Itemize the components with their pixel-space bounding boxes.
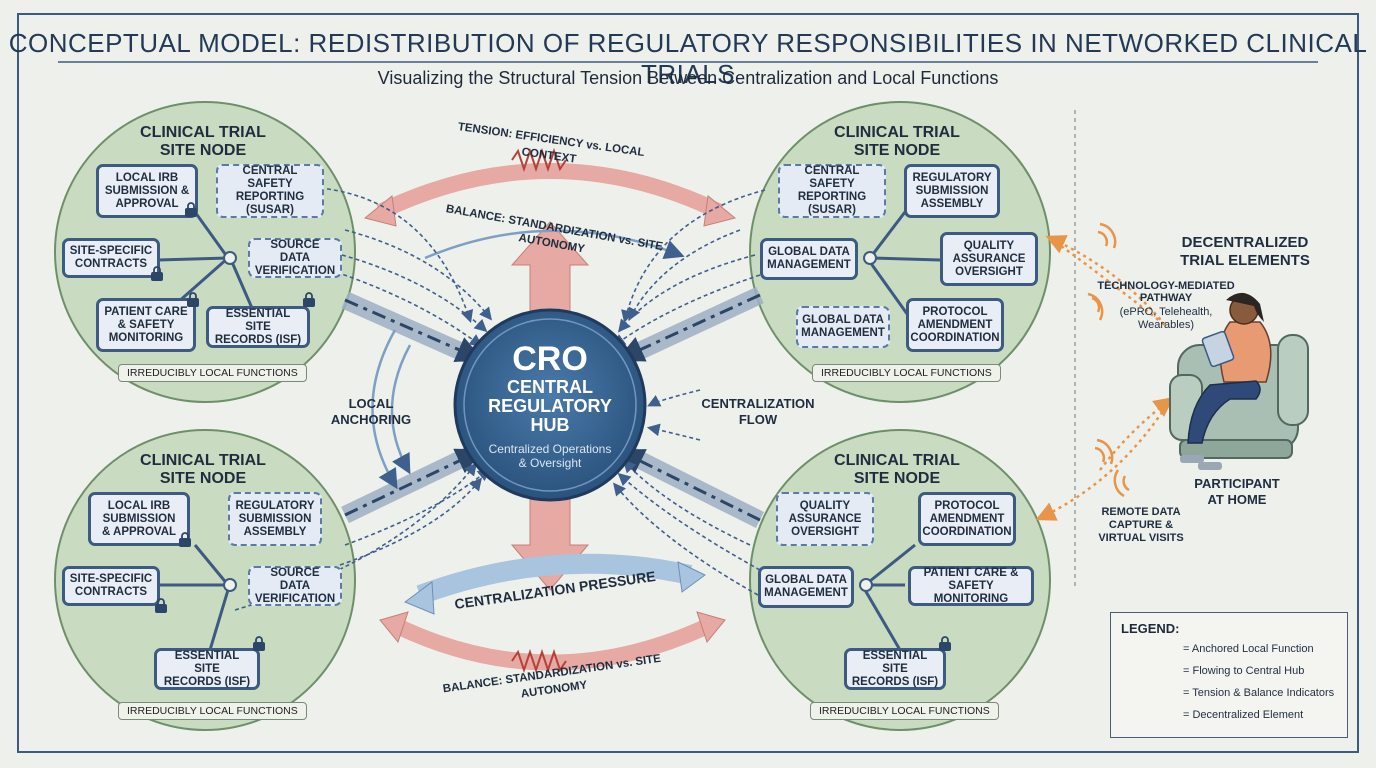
centralization-pressure-arrow [416, 553, 693, 605]
tension-arc-top-head-right [703, 195, 737, 227]
quality-box-br: QUALITY ASSURANCE OVERSIGHT [776, 492, 874, 546]
page-title: CONCEPTUAL MODEL: REDISTRIBUTION OF REGU… [8, 28, 1368, 89]
lock-icon [939, 636, 951, 651]
protocol-box-br: PROTOCOL AMENDMENT COORDINATION [918, 492, 1016, 546]
irreducibly-local-label-tr: IRREDUCIBLY LOCAL FUNCTIONS [812, 364, 1001, 382]
participant-label: PARTICIPANT AT HOME [1194, 476, 1280, 507]
balance-arc-top [424, 229, 685, 260]
lock-icon [185, 202, 197, 217]
site-contracts-box-tl: SITE-SPECIFIC CONTRACTS [62, 238, 160, 278]
legend-decentral: = Decentralized Element [1183, 709, 1304, 721]
centralization-flow-label: CENTRALIZATION FLOW [701, 396, 815, 427]
central-safety-box-tr: CENTRAL SAFETY REPORTING (SUSAR) [778, 164, 886, 218]
central-safety-box-tl: CENTRAL SAFETY REPORTING (SUSAR) [216, 164, 324, 218]
site-node-title-bl: CLINICAL TRIAL SITE NODE [140, 452, 266, 487]
local-anchoring-arrow-1 [371, 329, 398, 490]
cro-hub-description: Centralized Operations & Oversight [488, 442, 612, 470]
centralization-pressure-head-left [403, 581, 435, 615]
local-anchoring-label: LOCAL ANCHORING [330, 396, 412, 427]
global-data-box-tr-1: GLOBAL DATA MANAGEMENT [760, 238, 858, 280]
site-node-title-tl: CLINICAL TRIAL SITE NODE [140, 124, 266, 159]
global-data-box-tr-2: GLOBAL DATA MANAGEMENT [796, 306, 890, 348]
irreducibly-local-label-tl: IRREDUCIBLY LOCAL FUNCTIONS [118, 364, 307, 382]
essential-site-box-bl: ESSENTIAL SITE RECORDS (ISF) [154, 648, 260, 690]
legend-title: LEGEND: [1121, 621, 1180, 636]
legend: LEGEND: = Anchored Local Function = Flow… [1110, 612, 1348, 738]
cro-hub-ring [463, 318, 637, 492]
tension-arc-top-head-left [363, 195, 397, 227]
quality-box-tr: QUALITY ASSURANCE OVERSIGHT [940, 232, 1038, 286]
legend-tension: = Tension & Balance Indicators [1183, 687, 1335, 699]
centralization-pressure-head-right [677, 561, 706, 593]
site-node-title-br: CLINICAL TRIAL SITE NODE [834, 452, 960, 487]
irreducibly-local-label-br: IRREDUCIBLY LOCAL FUNCTIONS [810, 702, 999, 720]
local-irb-box-bl: LOCAL IRB SUBMISSION & APPROVAL [88, 492, 190, 546]
outer-frame [17, 13, 1359, 753]
patient-care-box-br: PATIENT CARE & SAFETY MONITORING [908, 566, 1034, 606]
cro-label: CRO [512, 340, 588, 378]
pathway-title: TECHNOLOGY-MEDIATED PATHWAY [1097, 280, 1235, 304]
global-data-box-br: GLOBAL DATA MANAGEMENT [758, 566, 854, 608]
participant-illustration [1169, 292, 1309, 470]
lock-icon [303, 292, 315, 307]
lock-icon [179, 532, 191, 547]
remote-data-label: REMOTE DATA CAPTURE & VIRTUAL VISITS [1098, 506, 1184, 544]
source-data-box-tl: SOURCE DATA VERIFICATION [248, 238, 342, 278]
lock-icon [253, 636, 265, 651]
lock-icon [155, 598, 167, 613]
cro-hub-circle [453, 308, 647, 502]
regulatory-box-tr: REGULATORY SUBMISSION ASSEMBLY [904, 164, 1000, 218]
local-irb-box-tl: LOCAL IRB SUBMISSION & APPROVAL [96, 164, 198, 218]
legend-flowing: = Flowing to Central Hub [1183, 665, 1305, 677]
decentralized-paths [1035, 235, 1174, 521]
spring-icon-bottom [511, 648, 567, 674]
protocol-box-tr: PROTOCOL AMENDMENT COORDINATION [906, 298, 1004, 352]
decentralized-title: DECENTRALIZED TRIAL ELEMENTS [1180, 234, 1310, 269]
legend-anchored: = Anchored Local Function [1183, 643, 1314, 655]
local-anchoring-arrow-2 [390, 344, 412, 475]
tension-arc-bottom-head-left [379, 611, 409, 644]
site-node-title-tr: CLINICAL TRIAL SITE NODE [834, 124, 960, 159]
lock-icon [187, 292, 199, 307]
node-junctions [223, 251, 877, 592]
pathway-description: (ePRO, Telehealth, Wearables) [1119, 306, 1213, 331]
signal-icons [1087, 222, 1130, 498]
regulatory-box-bl: REGULATORY SUBMISSION ASSEMBLY [228, 492, 322, 546]
source-data-box-bl: SOURCE DATA VERIFICATION [248, 566, 342, 606]
site-contracts-box-bl: SITE-SPECIFIC CONTRACTS [62, 566, 160, 606]
essential-site-box-tl: ESSENTIAL SITE RECORDS (ISF) [206, 306, 310, 348]
essential-site-box-br: ESSENTIAL SITE RECORDS (ISF) [844, 648, 946, 690]
patient-care-box-tl: PATIENT CARE & SAFETY MONITORING [96, 298, 196, 352]
irreducibly-local-label-bl: IRREDUCIBLY LOCAL FUNCTIONS [118, 702, 307, 720]
tension-arc-bottom-head-right [696, 611, 726, 644]
lock-icon [151, 266, 163, 281]
cro-hub-name: CENTRAL REGULATORY HUB [488, 377, 612, 435]
page-subtitle: Visualizing the Structural Tension Betwe… [377, 68, 999, 88]
hub-spoke-dashes [344, 293, 761, 522]
tension-arc-top [376, 163, 724, 220]
spring-icon-top [511, 147, 567, 173]
